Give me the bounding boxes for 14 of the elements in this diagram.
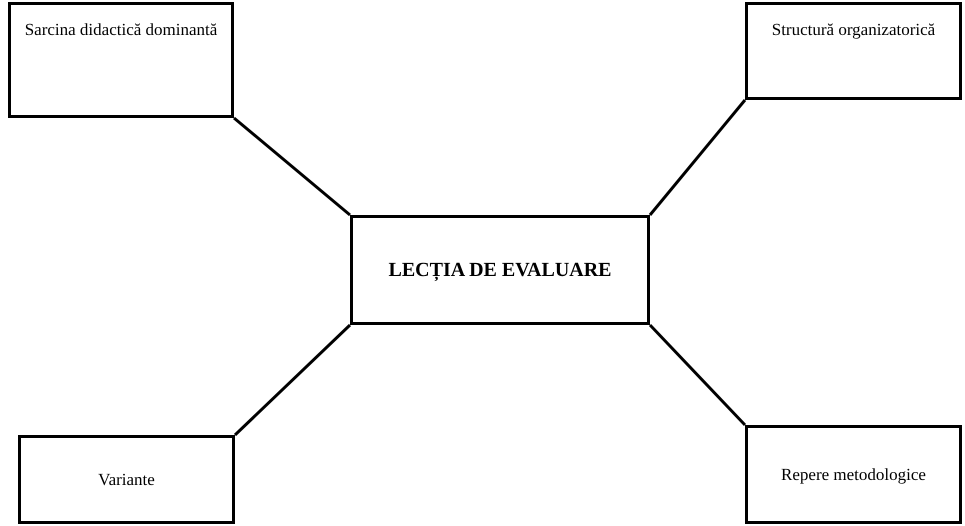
topic-box bbox=[8, 2, 234, 118]
topic-text: Repere metodologice bbox=[781, 464, 926, 486]
topic-box bbox=[745, 425, 962, 524]
topic-text: Structură organizatorică bbox=[772, 19, 936, 40]
central-topic-text: LECȚIA DE EVALUARE bbox=[388, 258, 612, 282]
connector-line bbox=[648, 324, 746, 426]
topic-box bbox=[745, 2, 962, 100]
connector-line bbox=[233, 116, 351, 216]
topic-text: Sarcina didactică dominantă bbox=[24, 19, 218, 40]
connector-line bbox=[234, 324, 352, 436]
topic-text: Variante bbox=[98, 468, 155, 490]
central-topic-box bbox=[350, 215, 650, 325]
connector-line bbox=[648, 99, 746, 216]
topic-box bbox=[18, 435, 235, 524]
